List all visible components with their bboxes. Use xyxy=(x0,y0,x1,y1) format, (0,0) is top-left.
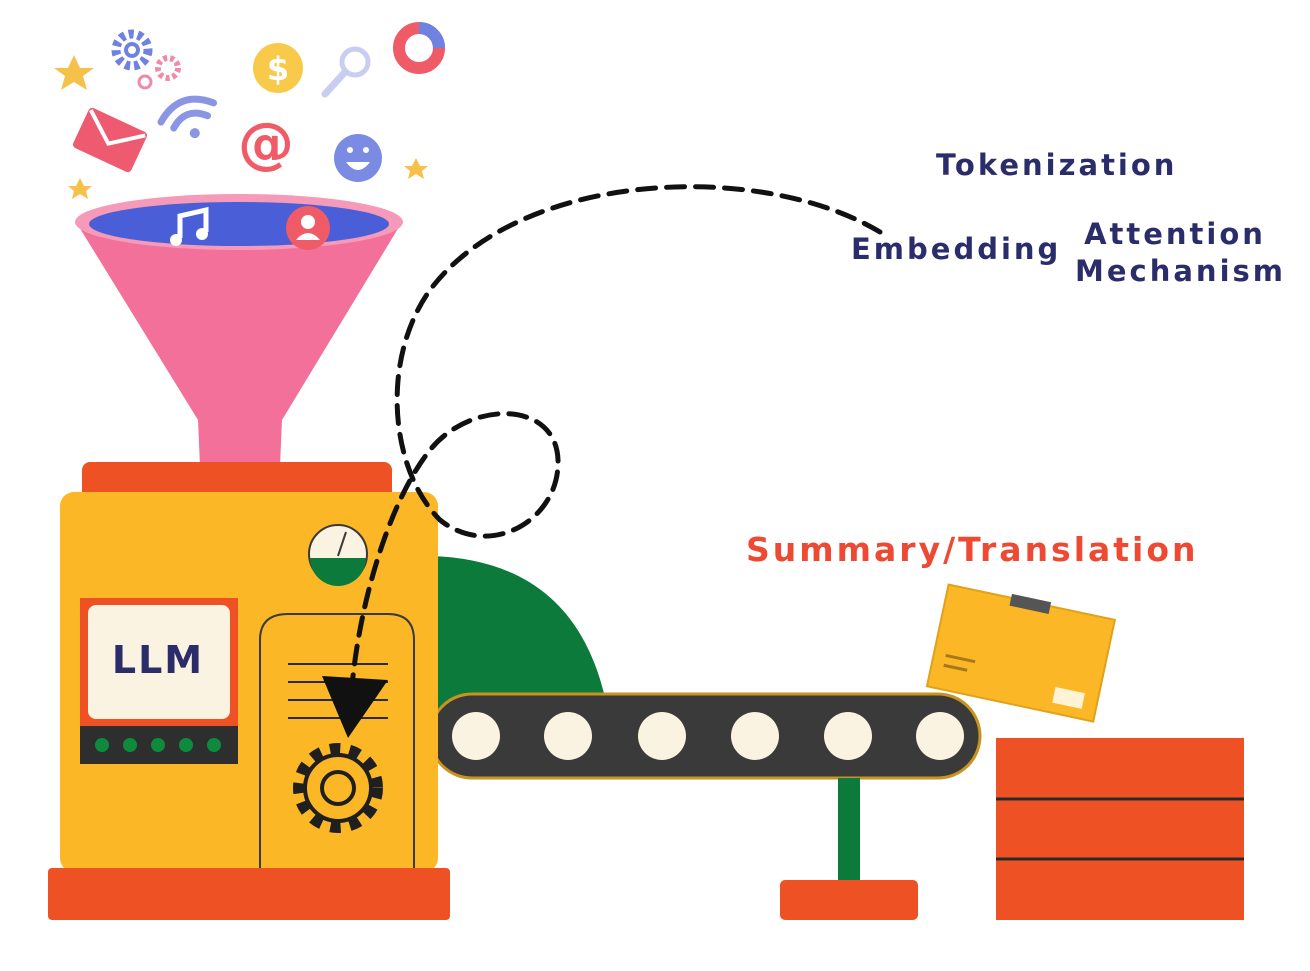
roller xyxy=(731,712,779,760)
conveyor-cover xyxy=(430,556,608,712)
indicator-light xyxy=(179,738,193,752)
attention-mechanism-label: Attention Mechanism xyxy=(1075,216,1286,290)
indicator-light xyxy=(207,738,221,752)
at-sign-icon: @ xyxy=(238,111,294,176)
process-path xyxy=(349,184,883,689)
search-icon xyxy=(321,46,371,98)
attention-mechanism-text: Attention Mechanism xyxy=(1075,217,1286,288)
wifi-icon xyxy=(157,95,218,139)
conveyor-stand xyxy=(780,778,918,920)
roller xyxy=(824,712,872,760)
star-icon xyxy=(54,55,94,90)
arrow-head-icon xyxy=(322,676,388,738)
gear-icon xyxy=(293,743,383,833)
mail-icon xyxy=(73,107,147,173)
roller xyxy=(638,712,686,760)
svg-text:$: $ xyxy=(267,50,289,88)
output-stack xyxy=(996,738,1244,920)
smiley-icon xyxy=(334,134,382,182)
summary-translation-label: Summary/Translation xyxy=(746,530,1199,569)
indicator-light xyxy=(95,738,109,752)
roller xyxy=(452,712,500,760)
music-note-icon xyxy=(170,206,209,246)
gear-icon xyxy=(111,29,153,71)
dollar-icon: $ xyxy=(253,43,303,93)
gear-icon xyxy=(137,55,181,90)
indicator-light xyxy=(123,738,137,752)
llm-machine xyxy=(48,462,450,920)
input-funnel xyxy=(75,194,403,466)
star-icon xyxy=(68,178,92,199)
conveyor-belt xyxy=(428,692,982,780)
roller xyxy=(916,712,964,760)
embedding-label: Embedding xyxy=(851,232,1062,266)
donut-chart-icon xyxy=(393,22,445,74)
user-icon xyxy=(286,206,330,250)
svg-text:@: @ xyxy=(238,111,294,176)
tokenization-label: Tokenization xyxy=(936,148,1178,182)
indicator-light xyxy=(151,738,165,752)
llm-screen-label: LLM xyxy=(111,638,205,682)
star-icon xyxy=(404,158,428,179)
package-box-icon xyxy=(925,583,1117,723)
roller xyxy=(544,712,592,760)
gauge-icon xyxy=(308,524,368,586)
